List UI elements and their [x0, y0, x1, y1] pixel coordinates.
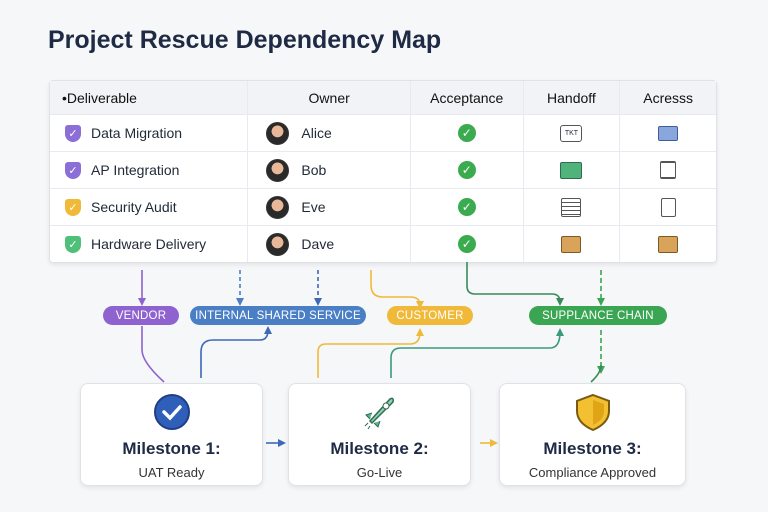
shield-check-icon: ✓: [65, 235, 81, 253]
deliverable-name: Hardware Delivery: [91, 236, 207, 252]
group-internal-shared-service[interactable]: INTERNAL SHARED SERVICE: [190, 306, 366, 325]
shield-check-icon: ✓: [65, 161, 81, 179]
milestone-1-card[interactable]: Milestone 1: UAT Ready: [80, 383, 263, 486]
group-vendor[interactable]: VENDOR: [103, 306, 179, 325]
table-row[interactable]: ✓ Hardware Delivery Dave ✓: [50, 225, 716, 262]
milestone-2-card[interactable]: Milestone 2: Go-Live: [288, 383, 471, 486]
shield-check-icon: ✓: [65, 124, 81, 142]
rocket-icon: [364, 397, 394, 430]
page-title: Project Rescue Dependency Map: [48, 26, 442, 54]
ticket-icon: TKT: [560, 124, 583, 142]
check-circle-icon: ✓: [457, 161, 476, 179]
milestone-title: Milestone 3:: [543, 439, 642, 458]
deliverables-table: •Deliverable Owner Acceptance Handoff Ac…: [49, 80, 717, 263]
owner-name: Eve: [301, 199, 326, 215]
document-icon: [561, 197, 582, 217]
chart-board-icon: [560, 161, 583, 179]
avatar: [266, 232, 290, 256]
shield-check-icon: ✓: [65, 198, 81, 216]
connector: [141, 326, 165, 383]
avatar: [266, 121, 290, 145]
table-row[interactable]: ✓ AP Integration Bob ✓: [50, 151, 716, 188]
check-circle-icon: ✓: [457, 235, 476, 253]
milestone-subtitle: UAT Ready: [138, 465, 205, 480]
check-badge-icon: [153, 394, 190, 430]
group-customer[interactable]: CUSTOMER: [387, 306, 473, 325]
deliverable-name: Data Migration: [91, 125, 183, 141]
connector: [317, 328, 424, 378]
header-deliverable[interactable]: •Deliverable: [62, 89, 137, 106]
owner-name: Alice: [301, 125, 332, 141]
connector: [466, 262, 564, 306]
group-supplance-chain[interactable]: SUPPLANCE CHAIN: [529, 306, 667, 325]
milestone-title: Milestone 1:: [122, 439, 221, 458]
box-icon: [658, 235, 679, 253]
milestone-subtitle: Compliance Approved: [528, 465, 657, 480]
owner-name: Dave: [301, 236, 335, 252]
owner-name: Bob: [301, 162, 327, 178]
clipboard-icon: [660, 197, 676, 217]
avatar: [266, 158, 290, 182]
header-owner[interactable]: Owner: [247, 81, 410, 114]
avatar: [266, 195, 290, 219]
connector: [370, 270, 424, 309]
check-circle-icon: ✓: [457, 124, 476, 142]
milestone-title: Milestone 2:: [330, 439, 429, 458]
milestone-subtitle: Go-Live: [356, 465, 403, 480]
connector: [200, 326, 272, 378]
milestone-3-card[interactable]: Milestone 3: Compliance Approved: [499, 383, 686, 486]
table-header: •Deliverable Owner Acceptance Handoff Ac…: [50, 81, 716, 114]
table-row[interactable]: ✓ Security Audit Eve ✓: [50, 188, 716, 225]
header-handoff[interactable]: Handoff: [522, 81, 620, 114]
header-access[interactable]: Acresss: [619, 81, 716, 114]
server-icon: [660, 161, 677, 179]
check-circle-icon: ✓: [457, 198, 476, 216]
header-acceptance[interactable]: Acceptance: [409, 81, 523, 114]
connector: [390, 328, 564, 378]
deliverable-name: AP Integration: [91, 162, 180, 178]
table-row[interactable]: ✓ Data Migration Alice ✓ TKT: [50, 114, 716, 151]
badge-icon: [658, 125, 679, 141]
connector: [590, 364, 602, 383]
deliverable-name: Security Audit: [91, 199, 177, 215]
shield-icon: [575, 393, 610, 431]
box-icon: [561, 235, 582, 253]
